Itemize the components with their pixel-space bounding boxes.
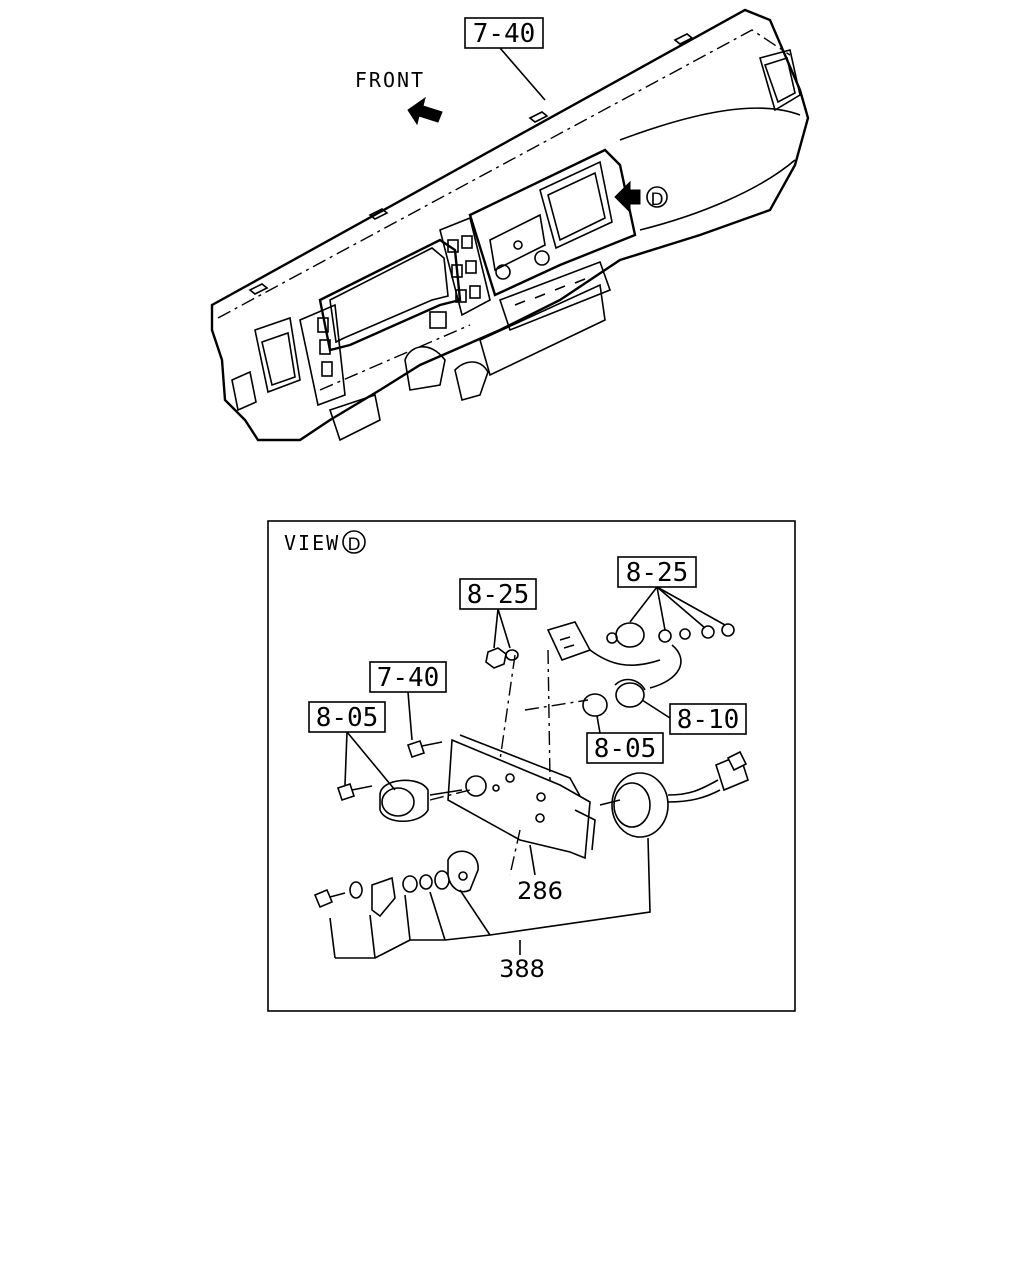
callout-7-40-view: 7-40 <box>369 661 447 741</box>
switch-assembly <box>546 621 735 689</box>
callout-8-05-left: 8-05 <box>308 701 396 791</box>
view-arrow-icon <box>614 180 641 214</box>
view-d-panel: VIEW D <box>267 520 796 1012</box>
lamp-socket-left <box>379 779 463 822</box>
callout-8-25-right-label: 8-25 <box>626 558 689 588</box>
callout-7-40-top: 7-40 <box>464 17 546 101</box>
dashboard-assembly <box>210 8 810 442</box>
switch-hardware-stack <box>313 850 479 918</box>
view-d-frame <box>267 520 796 1012</box>
nut-washer-left <box>485 647 519 669</box>
bolt-7-40 <box>406 739 443 759</box>
front-arrow-icon <box>407 96 443 126</box>
lamp-socket-right <box>582 678 646 717</box>
mounting-bracket <box>447 738 591 860</box>
callout-8-05-right-label: 8-05 <box>594 734 657 764</box>
view-marker: D <box>347 535 360 555</box>
view-d-indicator: D <box>614 180 668 214</box>
callout-8-25-left: 8-25 <box>459 578 537 649</box>
callout-7-40-view-label: 7-40 <box>377 663 440 693</box>
callout-8-25-left-label: 8-25 <box>467 580 530 610</box>
callout-8-10-label: 8-10 <box>677 705 740 735</box>
buzzer-unit <box>599 750 749 838</box>
callout-8-05-left-label: 8-05 <box>316 703 379 733</box>
callout-7-40-top-label: 7-40 <box>473 19 536 49</box>
view-d-marker-top: D <box>650 190 663 210</box>
callout-8-05-right: 8-05 <box>586 715 664 764</box>
front-direction-indicator: FRONT <box>355 68 443 126</box>
callout-8-25-right: 8-25 <box>617 556 726 631</box>
part-number-286: 286 <box>517 877 563 905</box>
front-label: FRONT <box>355 68 425 92</box>
bolt-left <box>336 782 373 802</box>
part-number-388: 388 <box>499 955 545 983</box>
callout-8-10: 8-10 <box>641 699 747 735</box>
view-title: VIEW <box>284 531 340 555</box>
